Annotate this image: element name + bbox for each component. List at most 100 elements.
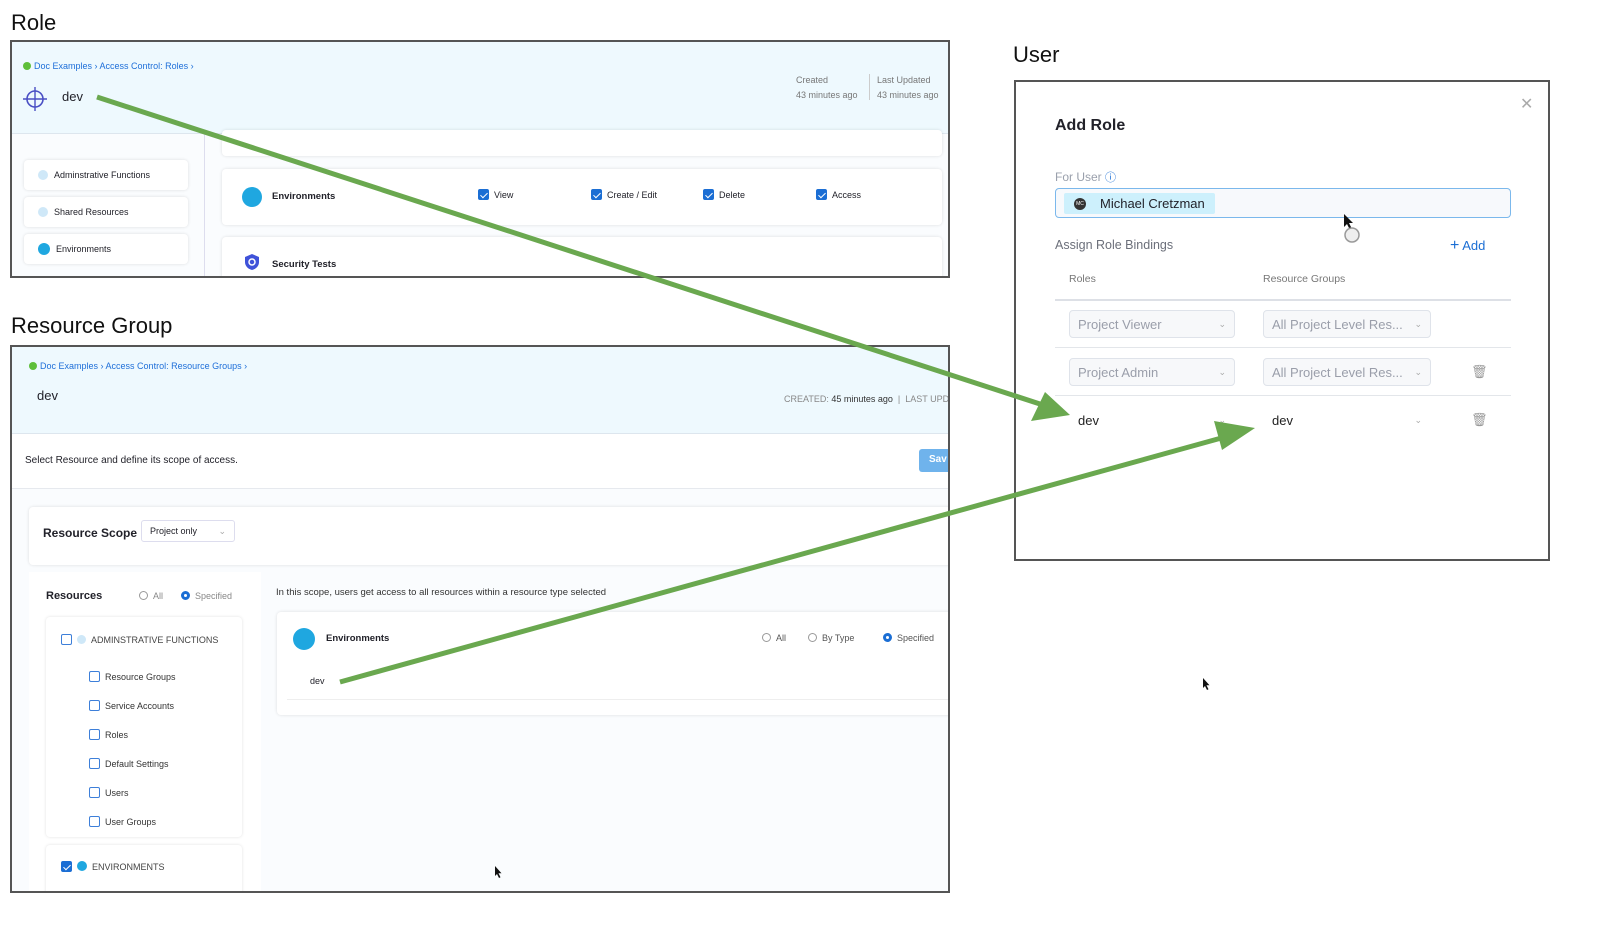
radio[interactable] (181, 591, 190, 600)
environments-header[interactable]: ENVIRONMENTS (61, 861, 165, 872)
environment-icon (38, 243, 50, 255)
resource-scope-dropdown[interactable]: Project only⌄ (141, 520, 235, 542)
dropdown-value: dev (1078, 412, 1099, 428)
radio[interactable] (883, 633, 892, 642)
dropdown-value: Project Admin (1078, 364, 1159, 380)
dialog-title: Add Role (1055, 117, 1126, 134)
item-label: Default Settings (105, 759, 169, 769)
breadcrumb-link[interactable]: Access Control: Resource Groups (105, 361, 242, 371)
breadcrumb-link[interactable]: Doc Examples (34, 61, 93, 71)
radio-specified[interactable]: Specified (883, 633, 934, 643)
sidebar-item-admin[interactable]: Adminstrative Functions (24, 160, 188, 190)
for-user-label: For User ⓘ (1055, 169, 1116, 185)
resource-group-section-title: Resource Group (11, 313, 173, 338)
radio-all[interactable]: All (762, 633, 786, 643)
resource-group-dropdown[interactable]: dev⌄ (1263, 406, 1431, 434)
created-label: Created (796, 75, 829, 85)
save-button[interactable]: Sav (919, 449, 948, 472)
resource-item[interactable]: User Groups (89, 808, 176, 837)
radio-by-type[interactable]: By Type (808, 633, 854, 643)
checkbox[interactable] (89, 700, 100, 711)
info-icon[interactable]: ⓘ (1105, 172, 1117, 184)
role-panel: Doc Examples › Access Control: Roles › d… (10, 40, 950, 278)
resource-group-panel: Doc Examples › Access Control: Resource … (10, 345, 950, 893)
trash-icon[interactable]: 🗑 (1471, 364, 1488, 379)
label-text: For User (1055, 170, 1102, 184)
sidebar-item-environments[interactable]: Environments (24, 234, 188, 264)
rg-header: Doc Examples › Access Control: Resource … (12, 347, 950, 434)
add-label: Add (1462, 238, 1486, 253)
radio[interactable] (762, 633, 771, 642)
cursor-icon (1203, 678, 1210, 690)
item-label: Roles (105, 730, 129, 740)
checkbox[interactable] (816, 189, 827, 200)
admin-items-list: Resource Groups Service Accounts Roles D… (89, 663, 176, 837)
resource-item[interactable]: Resource Groups (89, 663, 176, 692)
resources-panel: Resources All Specified ADMINSTRATIVE FU… (29, 572, 261, 891)
item-label: Service Accounts (105, 701, 175, 711)
item-label: User Groups (105, 817, 157, 827)
resource-item[interactable]: Service Accounts (89, 692, 176, 721)
radio-all[interactable]: All (139, 591, 163, 601)
role-dropdown[interactable]: dev⌄ (1069, 406, 1235, 434)
dropdown-value: Project only (150, 526, 198, 536)
checkbox[interactable] (89, 787, 100, 798)
dropdown-value: All Project Level Res... (1272, 316, 1403, 332)
project-icon (29, 362, 37, 370)
checkbox[interactable] (89, 671, 100, 682)
instructions-text: Select Resource and define its scope of … (25, 455, 238, 466)
role-section-title: Role (11, 10, 57, 35)
resource-group-dropdown[interactable]: All Project Level Res...⌄ (1263, 358, 1431, 386)
environments-group: ENVIRONMENTS (46, 845, 242, 891)
dropdown-value: All Project Level Res... (1272, 364, 1403, 380)
created-info: CREATED: 45 minutes ago | LAST UPD (784, 394, 950, 404)
admin-functions-header[interactable]: ADMINSTRATIVE FUNCTIONS (61, 634, 218, 645)
resource-item[interactable]: Roles (89, 721, 176, 750)
resource-item[interactable]: Default Settings (89, 750, 176, 779)
breadcrumb: Doc Examples › Access Control: Resource … (29, 361, 247, 371)
chevron-down-icon: ⌄ (1218, 366, 1226, 377)
checkbox[interactable] (89, 758, 100, 769)
permission-label: View (494, 190, 514, 200)
role-dropdown[interactable]: Project Viewer⌄ (1069, 310, 1235, 338)
role-dropdown[interactable]: Project Admin ⌄ (1069, 358, 1235, 386)
close-icon[interactable]: ✕ (1520, 96, 1534, 113)
permission-label: Delete (719, 190, 746, 200)
checkbox[interactable] (591, 189, 602, 200)
checkbox[interactable] (89, 729, 100, 740)
scope-note: In this scope, users get access to all r… (276, 587, 607, 598)
checkbox[interactable] (478, 189, 489, 200)
created-value: 43 minutes ago (796, 90, 858, 100)
radio-label: By Type (822, 633, 855, 643)
admin-icon (38, 170, 48, 180)
chevron-down-icon: ⌄ (1414, 414, 1422, 425)
breadcrumb-link[interactable]: Doc Examples (40, 361, 99, 371)
checkbox[interactable] (61, 634, 72, 645)
permission-view[interactable]: View (478, 189, 513, 200)
trash-icon[interactable]: 🗑 (1471, 412, 1488, 427)
permission-create-edit[interactable]: Create / Edit (591, 189, 657, 200)
checkbox[interactable] (89, 816, 100, 827)
radio[interactable] (139, 591, 148, 600)
breadcrumb-link[interactable]: Access Control: Roles (99, 61, 189, 71)
permission-delete[interactable]: Delete (703, 189, 745, 200)
radio-label: Specified (897, 633, 935, 643)
security-tests-card: Security Tests (222, 237, 942, 276)
sidebar-item-shared[interactable]: Shared Resources (24, 197, 188, 227)
environment-item[interactable]: dev (310, 676, 325, 686)
checkbox[interactable] (61, 861, 72, 872)
updated-label: LAST UPD (905, 394, 950, 404)
add-button[interactable]: + Add (1450, 237, 1485, 255)
resource-item[interactable]: Users (89, 779, 176, 808)
created-value: 45 minutes ago (831, 394, 893, 404)
checkbox[interactable] (703, 189, 714, 200)
permission-access[interactable]: Access (816, 189, 861, 200)
updated-value: 43 minutes ago (877, 90, 939, 100)
environments-permission-card: Environments View Create / Edit Delete A… (222, 169, 942, 225)
column-header-roles: Roles (1069, 273, 1096, 285)
radio-specified[interactable]: Specified (181, 591, 232, 601)
radio[interactable] (808, 633, 817, 642)
resource-group-dropdown[interactable]: All Project Level Res...⌄ (1263, 310, 1431, 338)
